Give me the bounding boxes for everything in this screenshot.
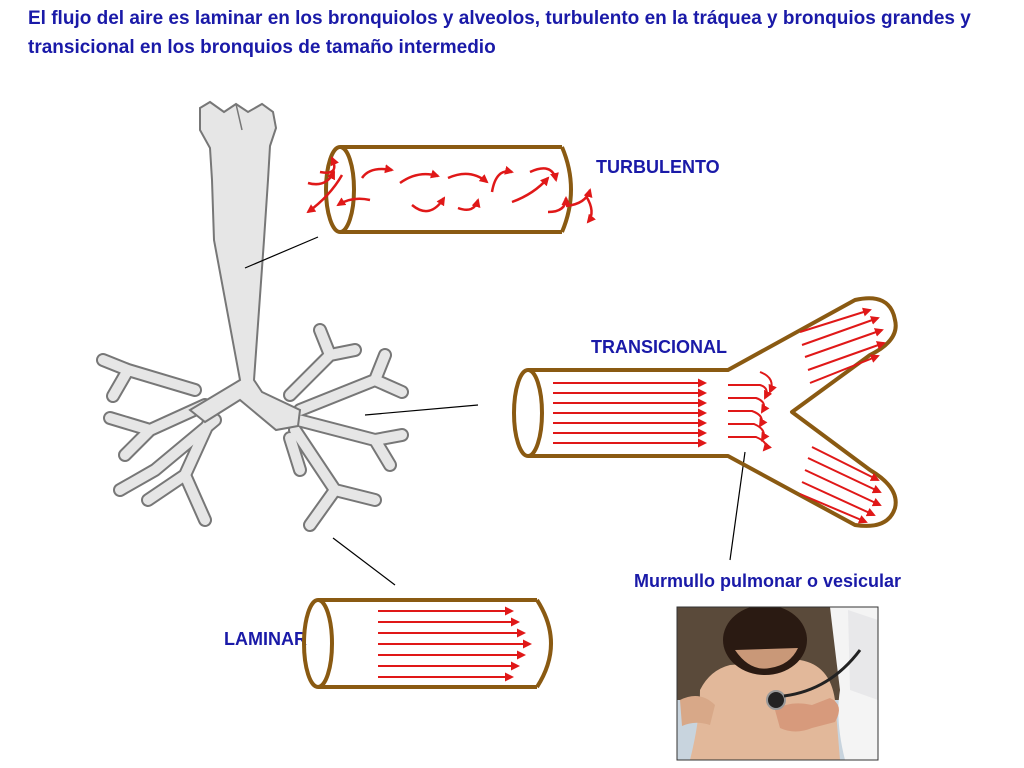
leader-line-laminar [332,537,396,586]
label-laminar: LAMINAR [224,629,307,649]
leader-line-transitional [364,404,479,416]
laminar-tube [302,598,553,689]
trachea [188,100,302,432]
lower-branch-arrows [799,446,882,524]
slide-title: El flujo del aire es laminar en los bron… [28,8,971,58]
label-breath-sound: Murmullo pulmonar o vesicular [634,571,902,591]
leader-line-turbulent [244,236,319,269]
leader-lines [244,236,746,586]
upper-branch-arrows [799,307,886,384]
label-turbulent: TURBULENTO [596,157,720,177]
laminar-flow-arrows [378,606,532,682]
trachea-ridge [235,103,243,131]
turbulent-tube [306,145,596,234]
transitional-eddy-arrows [728,371,777,452]
label-transitional: TRANSICIONAL [591,337,727,357]
auscultation-photo [676,606,879,761]
transitional-laminar-arrows [553,378,707,448]
leader-line-breath-sound [729,451,746,561]
bronchial-branches-fill [98,325,407,530]
transitional-tube [512,296,898,528]
bronchial-tree [96,100,409,532]
turbulent-flow-arrows [306,156,596,224]
